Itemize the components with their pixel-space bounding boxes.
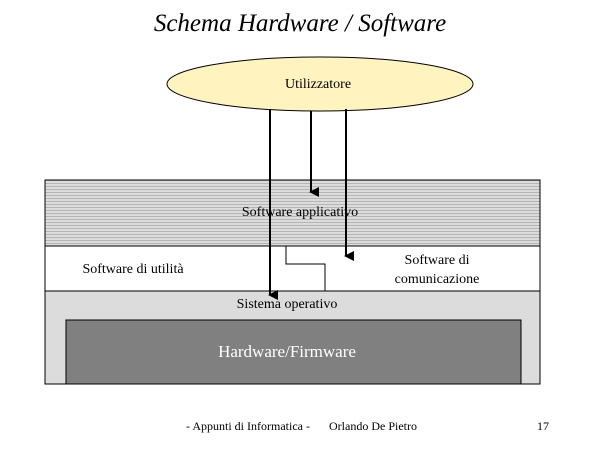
- footer-author: Orlando De Pietro: [329, 419, 417, 433]
- app-software-layer: [44, 179, 541, 247]
- user-label: Utilizzatore: [285, 77, 351, 92]
- page-title: Schema Hardware / Software: [153, 10, 447, 37]
- utility-comm-layer: [44, 245, 541, 292]
- utility-software-label: Software di utilità: [82, 262, 184, 277]
- app-software-label: Software applicativo: [242, 205, 358, 220]
- hardware-firmware-label: Hardware/Firmware: [218, 342, 356, 361]
- hardware-firmware-box: [65, 319, 522, 385]
- footer-page-number: 17: [537, 419, 549, 433]
- user-ellipse: [166, 56, 474, 112]
- os-label: Sistema operativo: [237, 297, 338, 312]
- comm-software-label-line1: Software di: [405, 253, 470, 268]
- comm-software-label-line2: comunicazione: [395, 272, 480, 287]
- utility-comm-divider: [285, 246, 326, 291]
- footer-course: - Appunti di Informatica -: [186, 419, 310, 433]
